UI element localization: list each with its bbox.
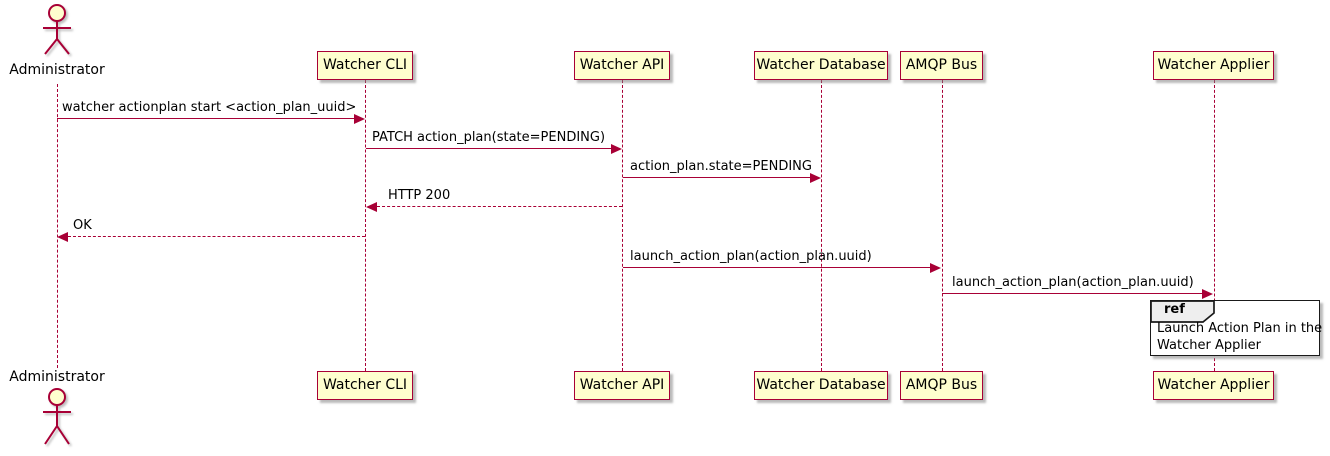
actor-icon: [43, 4, 71, 55]
message-7-line: [942, 293, 1203, 294]
participant-watcher-database-bottom: Watcher Database: [754, 371, 888, 400]
message-7-text: launch_action_plan(action_plan.uuid): [952, 275, 1194, 290]
ref-text-line-2: Watcher Applier: [1157, 338, 1261, 353]
lifeline-amqp-bus: [941, 80, 943, 371]
lifeline-watcher-applier: [1213, 80, 1215, 371]
message-1-line: [57, 118, 355, 119]
message-6-text: launch_action_plan(action_plan.uuid): [630, 249, 872, 264]
lifeline-watcher-database: [821, 80, 822, 371]
message-4-text: HTTP 200: [388, 188, 451, 203]
message-2-text: PATCH action_plan(state=PENDING): [372, 130, 606, 145]
ref-keyword: ref: [1164, 302, 1185, 317]
message-1-text: watcher actionplan start <action_plan_uu…: [62, 100, 357, 115]
actor-label-bottom: Administrator: [9, 369, 105, 385]
message-2-line: [366, 148, 612, 149]
participant-amqp-bus-top: AMQP Bus: [900, 51, 983, 80]
lifeline-watcher-cli: [365, 80, 366, 371]
participant-amqp-bus-bottom: AMQP Bus: [900, 371, 983, 400]
lifeline-administrator: [56, 84, 58, 368]
participant-watcher-cli-bottom: Watcher CLI: [317, 371, 413, 400]
participant-watcher-database-top: Watcher Database: [754, 51, 888, 80]
message-3-arrowhead-icon: [810, 173, 821, 183]
ref-fragment: ref Launch Action Plan in the Watcher Ap…: [1149, 299, 1323, 356]
participant-watcher-applier-bottom: Watcher Applier: [1153, 371, 1274, 400]
ref-tab-icon: [1149, 299, 1215, 323]
participant-watcher-api-bottom: Watcher API: [574, 371, 670, 400]
message-5-arrowhead-icon: [57, 232, 68, 242]
message-6-arrowhead-icon: [930, 263, 941, 273]
message-6-line: [623, 267, 931, 268]
message-5-line: [68, 236, 365, 237]
message-1-arrowhead-icon: [354, 114, 365, 124]
actor-icon-bottom: [43, 388, 71, 445]
lifeline-watcher-api: [622, 80, 623, 371]
participant-watcher-applier-top: Watcher Applier: [1153, 51, 1274, 80]
message-2-arrowhead-icon: [611, 144, 622, 154]
actor-label-top: Administrator: [9, 62, 105, 78]
ref-text-line-1: Launch Action Plan in the: [1157, 321, 1323, 336]
message-3-text: action_plan.state=PENDING: [630, 159, 812, 174]
message-4-arrowhead-icon: [366, 202, 377, 212]
message-3-line: [623, 177, 811, 178]
message-7-arrowhead-icon: [1202, 289, 1213, 299]
participant-watcher-api-top: Watcher API: [574, 51, 670, 80]
participant-watcher-cli-top: Watcher CLI: [317, 51, 413, 80]
message-5-text: OK: [73, 218, 92, 233]
message-4-line: [377, 206, 622, 207]
